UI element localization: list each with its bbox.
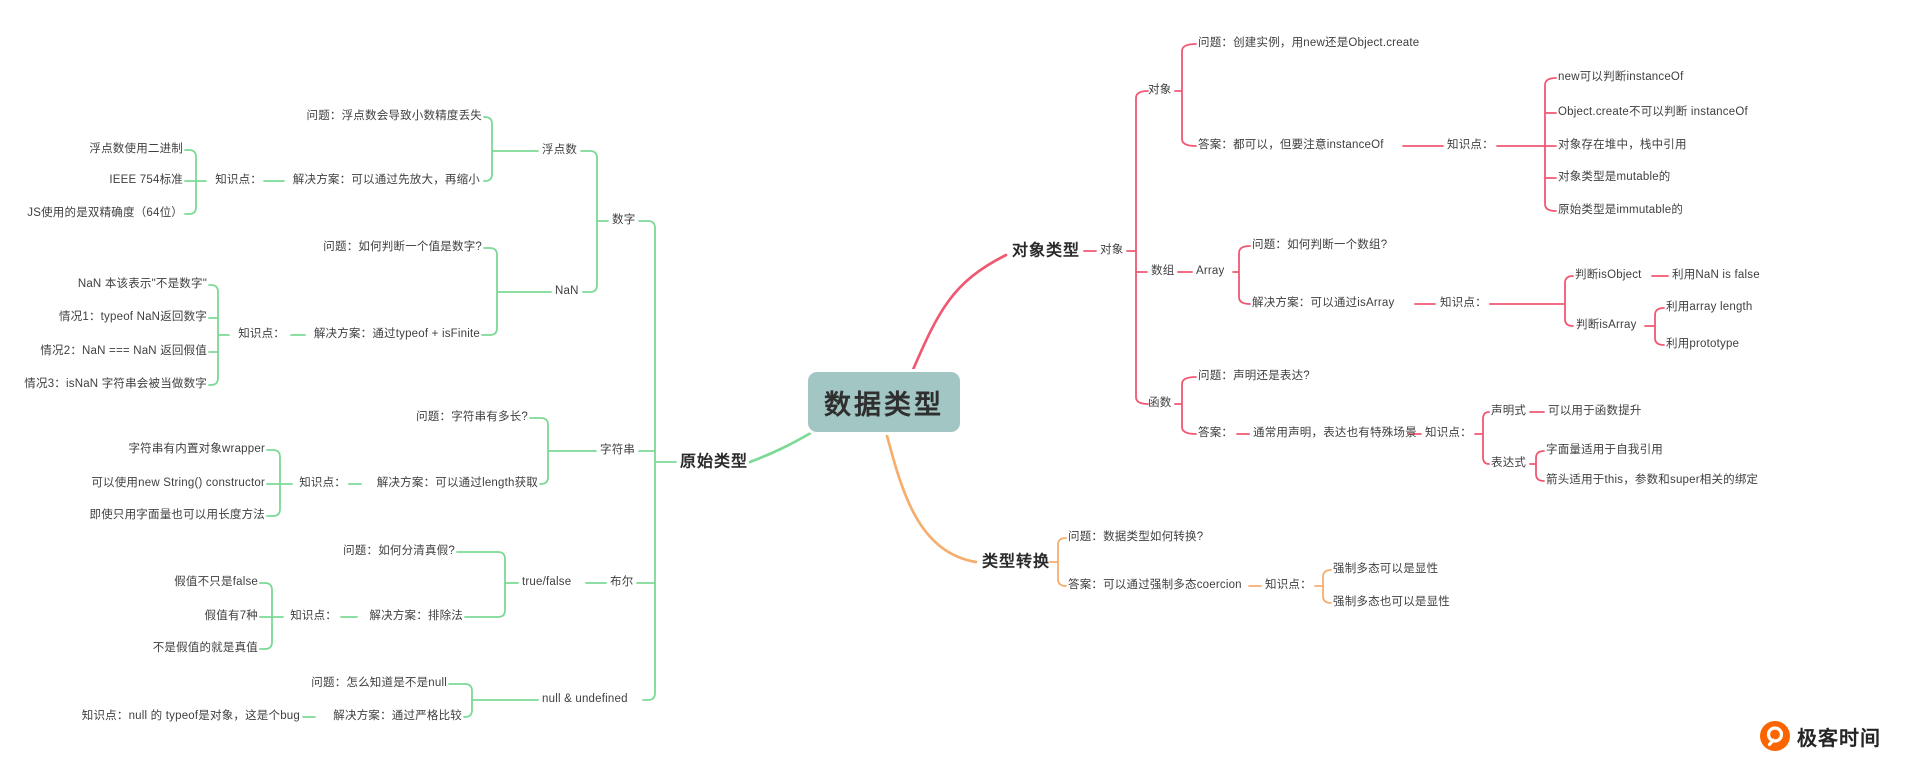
node-boolean-point[interactable]: 假值不只是false — [174, 576, 258, 589]
node-boolean[interactable]: 布尔 — [610, 576, 634, 589]
node-float-point[interactable]: JS使用的是双精确度（64位） — [27, 207, 183, 220]
node-null-question[interactable]: 问题：怎么知道是不是null — [311, 677, 447, 690]
node-boolean-question[interactable]: 问题：如何分清真假? — [343, 545, 455, 558]
node-object-knowledge[interactable]: 知识点： — [1447, 139, 1494, 152]
geektime-logo-text: 极客时间 — [1797, 727, 1881, 750]
node-expressive-point[interactable]: 字面量适用于自我引用 — [1546, 444, 1663, 457]
node-is-object[interactable]: 判断isObject — [1575, 269, 1642, 282]
node-boolean-knowledge[interactable]: 知识点： — [290, 610, 337, 623]
node-boolean-point[interactable]: 不是假值的就是真值 — [152, 642, 258, 655]
node-nan-point[interactable]: NaN 本该表示"不是数字" — [77, 278, 207, 291]
node-object-point[interactable]: 原始类型是immutable的 — [1558, 204, 1684, 217]
node-object-point[interactable]: Object.create不可以判断 instanceOf — [1558, 106, 1748, 119]
node-nan-point[interactable]: 情况2：NaN === NaN 返回假值 — [40, 345, 207, 358]
node-float-solution[interactable]: 解决方案：可以通过先放大，再缩小 — [292, 174, 480, 187]
node-string-question[interactable]: 问题：字符串有多长? — [416, 411, 528, 424]
node-function-question[interactable]: 问题：声明还是表达? — [1198, 370, 1310, 383]
node-object-point[interactable]: new可以判断instanceOf — [1558, 71, 1684, 84]
node-boolean-point[interactable]: 假值有7种 — [204, 610, 258, 623]
node-expressive[interactable]: 表达式 — [1491, 457, 1527, 470]
node-declarative-point[interactable]: 可以用于函数提升 — [1548, 405, 1642, 418]
node-object-question[interactable]: 问题：创建实例，用new还是Object.create — [1198, 37, 1420, 50]
node-float[interactable]: 浮点数 — [542, 144, 578, 157]
node-object-point[interactable]: 对象类型是mutable的 — [1558, 171, 1671, 184]
node-conversion-point[interactable]: 强制多态可以是显性 — [1333, 563, 1439, 576]
node-object[interactable]: 对象 — [1148, 84, 1172, 97]
node-function[interactable]: 函数 — [1148, 397, 1172, 410]
node-conversion-answer[interactable]: 答案：可以通过强制多态coercion — [1068, 579, 1242, 592]
orange-branch-edges — [884, 430, 1332, 604]
node-float-question[interactable]: 问题：浮点数会导致小数精度丢失 — [306, 110, 482, 123]
node-expressive-point[interactable]: 箭头适用于this，参数和super相关的绑定 — [1546, 474, 1759, 487]
node-is-array[interactable]: 判断isArray — [1576, 319, 1637, 332]
node-is-array-point[interactable]: 利用array length — [1666, 301, 1753, 314]
node-object-answer[interactable]: 答案：都可以，但要注意instanceOf — [1198, 139, 1384, 152]
node-number[interactable]: 数字 — [612, 214, 636, 227]
node-float-point[interactable]: 浮点数使用二进制 — [89, 143, 183, 156]
node-nan-solution[interactable]: 解决方案：通过typeof + isFinite — [313, 328, 480, 341]
branch-type-conversion[interactable]: 类型转换 — [982, 553, 1051, 571]
node-conversion-knowledge[interactable]: 知识点： — [1265, 579, 1312, 592]
geektime-logo-icon — [1760, 721, 1790, 751]
node-string-point[interactable]: 字符串有内置对象wrapper — [128, 443, 265, 456]
node-function-knowledge[interactable]: 知识点： — [1425, 427, 1472, 440]
node-declarative[interactable]: 声明式 — [1491, 405, 1527, 418]
node-array-solution[interactable]: 解决方案：可以通过isArray — [1252, 297, 1395, 310]
node-conversion-question[interactable]: 问题：数据类型如何转换? — [1068, 531, 1204, 544]
node-float-point[interactable]: IEEE 754标准 — [109, 174, 183, 187]
node-array[interactable]: 数组 — [1151, 265, 1175, 278]
node-string[interactable]: 字符串 — [600, 444, 636, 457]
central-topic-node[interactable]: 数据类型 — [808, 372, 960, 432]
node-nan-point[interactable]: 情况1：typeof NaN返回数字 — [58, 311, 207, 324]
node-boolean-solution[interactable]: 解决方案：排除法 — [369, 610, 463, 623]
node-object-point[interactable]: 对象存在堆中，栈中引用 — [1558, 139, 1687, 152]
node-string-solution[interactable]: 解决方案：可以通过length获取 — [376, 477, 538, 490]
node-float-knowledge[interactable]: 知识点： — [215, 174, 262, 187]
node-string-point[interactable]: 可以使用new String() constructor — [91, 477, 265, 490]
node-array-question[interactable]: 问题：如何判断一个数组? — [1252, 239, 1388, 252]
node-null-undefined[interactable]: null & undefined — [542, 693, 628, 706]
node-is-array-point[interactable]: 利用prototype — [1666, 338, 1740, 351]
branch-primitive-types[interactable]: 原始类型 — [680, 453, 749, 471]
node-function-answer[interactable]: 通常用声明，表达也有特殊场景 — [1253, 427, 1417, 440]
node-string-point[interactable]: 即使只用字面量也可以用长度方法 — [89, 509, 265, 522]
node-nan-knowledge[interactable]: 知识点： — [238, 328, 285, 341]
node-nan[interactable]: NaN — [555, 285, 579, 298]
node-array-knowledge[interactable]: 知识点： — [1440, 297, 1487, 310]
node-string-knowledge[interactable]: 知识点： — [299, 477, 346, 490]
node-object-parent[interactable]: 对象 — [1100, 244, 1124, 257]
node-null-solution[interactable]: 解决方案：通过严格比较 — [333, 710, 462, 723]
branch-object-types[interactable]: 对象类型 — [1012, 242, 1081, 260]
node-array-alias[interactable]: Array — [1196, 265, 1225, 278]
node-function-answer-prefix[interactable]: 答案： — [1198, 427, 1234, 440]
node-nan-question[interactable]: 问题：如何判断一个值是数字? — [323, 241, 482, 254]
node-truefalse[interactable]: true/false — [522, 576, 572, 589]
node-is-object-point[interactable]: 利用NaN is false — [1672, 269, 1760, 282]
node-nan-point[interactable]: 情况3：isNaN 字符串会被当做数字 — [24, 378, 207, 391]
node-null-knowledge[interactable]: 知识点：null 的 typeof是对象，这是个bug — [81, 710, 300, 723]
geektime-logo: 极客时间 — [1760, 721, 1881, 751]
node-conversion-point[interactable]: 强制多态也可以是显性 — [1333, 596, 1450, 609]
